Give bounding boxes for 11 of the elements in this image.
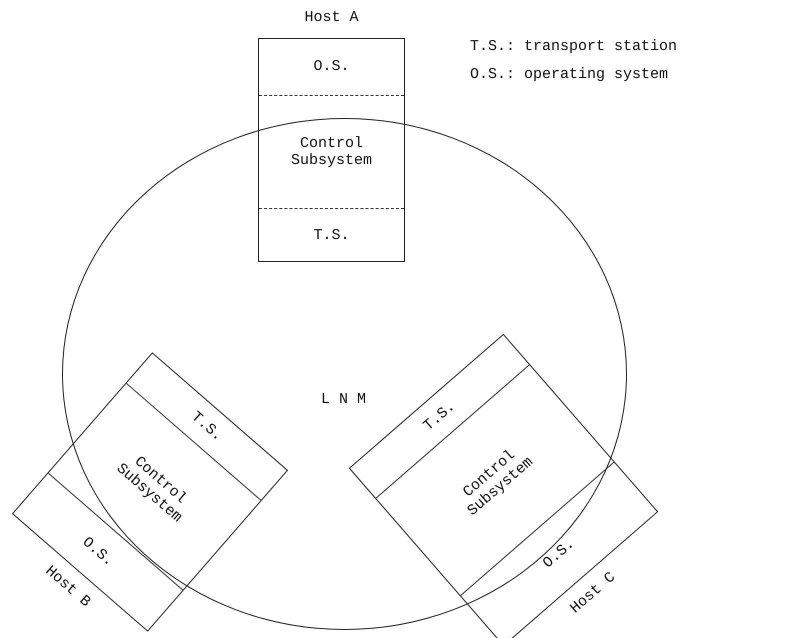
section-label: T.S.	[313, 226, 350, 244]
section-label: O.S.	[313, 58, 350, 76]
network-label: L N M	[321, 391, 366, 408]
host-label: Host A	[303, 9, 360, 26]
legend-note: T.S.: transport station	[470, 38, 678, 55]
section-label: Control Subsystem	[272, 134, 392, 169]
section-label: T.S.	[420, 398, 458, 435]
host-box	[348, 334, 658, 638]
section-label: O.S.	[539, 535, 578, 572]
host-box	[12, 352, 288, 632]
legend-note: O.S.: operating system	[470, 66, 668, 83]
